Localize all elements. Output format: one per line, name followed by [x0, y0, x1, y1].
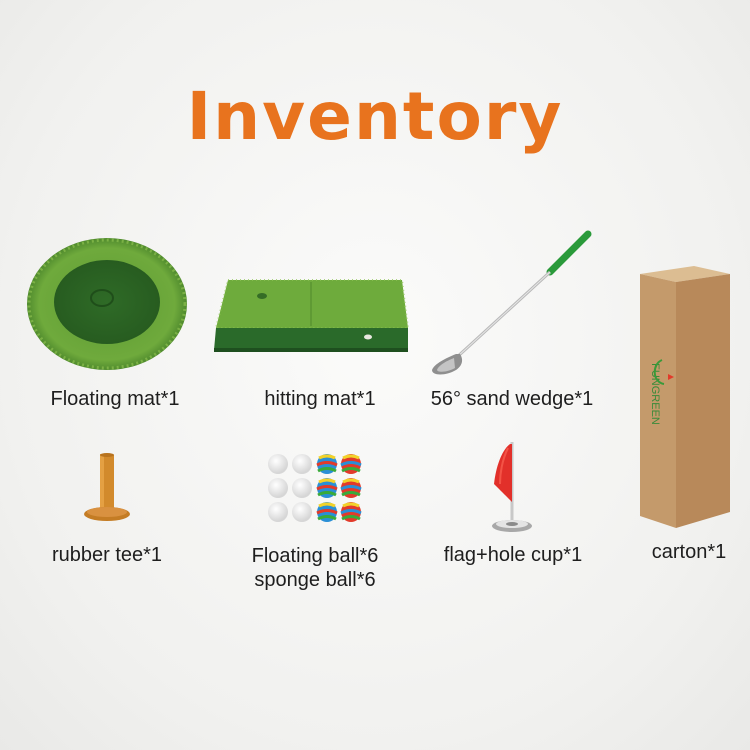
flag-hole-cup-icon	[492, 442, 532, 532]
label-flag-hole-cup: flag+hole cup*1	[443, 544, 583, 566]
hitting-mat-icon	[214, 279, 410, 352]
label-floating-ball: Floating ball*6	[251, 545, 379, 567]
carton-box-icon: FUNGREEN	[640, 266, 730, 528]
balls-icon	[268, 454, 362, 522]
golf-club-icon	[432, 230, 592, 375]
label-sponge-ball: sponge ball*6	[254, 569, 376, 591]
carton-brand-text: FUNGREEN	[649, 363, 661, 425]
page-title: Inventory	[186, 78, 564, 155]
label-sand-wedge: 56° sand wedge*1	[430, 388, 594, 410]
rubber-tee-icon	[84, 453, 130, 521]
label-floating-mat: Floating mat*1	[50, 388, 180, 410]
round-grass-mat-icon	[27, 238, 187, 370]
label-balls: Floating ball*6 sponge ball*6	[220, 544, 410, 592]
label-rubber-tee: rubber tee*1	[51, 544, 163, 566]
label-hitting-mat: hitting mat*1	[264, 388, 376, 410]
label-carton: carton*1	[651, 541, 727, 563]
